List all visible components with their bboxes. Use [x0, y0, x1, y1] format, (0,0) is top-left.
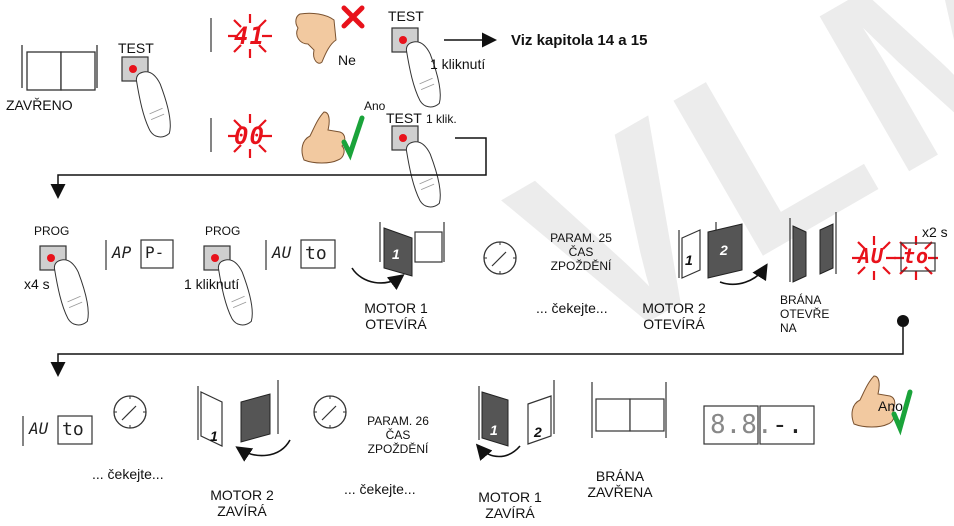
display-ap: AP — [112, 243, 132, 262]
display-to: to — [62, 419, 84, 440]
display-p: P- — [145, 243, 165, 262]
test-label: TEST — [388, 8, 424, 24]
display-au-icon — [265, 239, 336, 270]
yes-label: Ano — [364, 99, 386, 113]
final-display-a: 8.8. — [710, 410, 773, 440]
check-icon — [341, 115, 365, 161]
display-au: AU — [272, 243, 292, 262]
check-icon — [891, 389, 913, 436]
display-au-icon — [22, 415, 93, 446]
display-ap-icon — [105, 239, 174, 270]
param26-label: PARAM. 26 ČAS ZPOŽDĚNÍ — [367, 414, 429, 456]
display-au-blink: AU — [858, 244, 885, 268]
thumbs-up-icon — [851, 375, 896, 428]
hold-2s-label: x2 s — [922, 224, 948, 240]
flow-connector — [50, 137, 487, 199]
prog-label: PROG — [205, 224, 241, 238]
gate-motor1-opening-icon — [351, 222, 445, 291]
gate-motor2-closing-icon — [197, 380, 291, 462]
display-00: 00 — [234, 122, 265, 150]
final-display-icon — [703, 405, 815, 445]
gate-open-icon — [789, 212, 837, 283]
finger-press-icon — [402, 37, 446, 111]
motor1-opening-label: MOTOR 1 OTEVÍRÁ — [364, 300, 428, 333]
clock-icon — [313, 395, 347, 429]
prog-label: PROG — [34, 224, 70, 238]
display-41: 41 — [234, 22, 265, 50]
gate-motor1-closing-icon — [475, 380, 555, 461]
cross-icon — [341, 5, 365, 29]
flow-connector — [50, 315, 909, 377]
final-display-b: -. — [772, 410, 804, 440]
gate-closed-label: BRÁNA ZAVŘENA — [587, 468, 653, 501]
hold-4s-label: x4 s — [24, 276, 50, 292]
motor2-number: 2 — [720, 242, 728, 258]
gate-motor2-opening-icon — [678, 222, 768, 286]
wait-label: ... čekejte... — [92, 466, 164, 482]
finger-press-icon — [132, 67, 176, 141]
no-label: Ne — [338, 52, 356, 68]
motor1-closing-number-b: 2 — [534, 424, 542, 440]
click-once-label: 1 kliknutí — [430, 56, 486, 72]
click-once-label: 1 kliknutí — [184, 276, 240, 292]
closed-label: ZAVŘENO — [6, 97, 73, 113]
click-short-label: 1 klik. — [426, 112, 457, 126]
finger-press-icon — [50, 255, 94, 329]
gate-open-label: BRÁNA OTEVŘE NA — [780, 293, 830, 335]
thumbs-down-icon — [295, 12, 337, 64]
gate-closed-icon — [591, 382, 667, 438]
clock-icon — [113, 395, 147, 429]
test-label: TEST — [118, 40, 154, 56]
motor2-closing-number: 1 — [210, 428, 218, 444]
display-au: AU — [29, 419, 49, 438]
motor2-closing-label: MOTOR 2 ZAVÍRÁ — [210, 487, 274, 520]
display-to-blink: to — [903, 244, 930, 268]
display-frame — [900, 242, 936, 272]
wait-label: ... čekejte... — [536, 300, 608, 316]
ano-label: Ano — [878, 398, 903, 414]
see-chapter-label: Viz kapitola 14 a 15 — [511, 32, 648, 49]
motor1-number: 1 — [392, 246, 400, 262]
wait-label: ... čekejte... — [344, 481, 416, 497]
motor1-closing-label: MOTOR 1 ZAVÍRÁ — [478, 489, 542, 522]
param25-label: PARAM. 25 ČAS ZPOŽDĚNÍ — [550, 231, 612, 273]
thumbs-up-icon — [301, 111, 346, 164]
gate-closed-icon — [21, 45, 98, 91]
finger-press-icon — [214, 255, 258, 329]
motor1-closing-number: 1 — [490, 422, 498, 438]
finger-press-icon — [402, 137, 446, 211]
test-label: TEST — [386, 110, 422, 126]
motor2-opening-label: MOTOR 2 OTEVÍRÁ — [642, 300, 706, 333]
display-to: to — [305, 243, 327, 264]
motor2-left-number: 1 — [685, 252, 693, 268]
clock-icon — [483, 241, 517, 275]
